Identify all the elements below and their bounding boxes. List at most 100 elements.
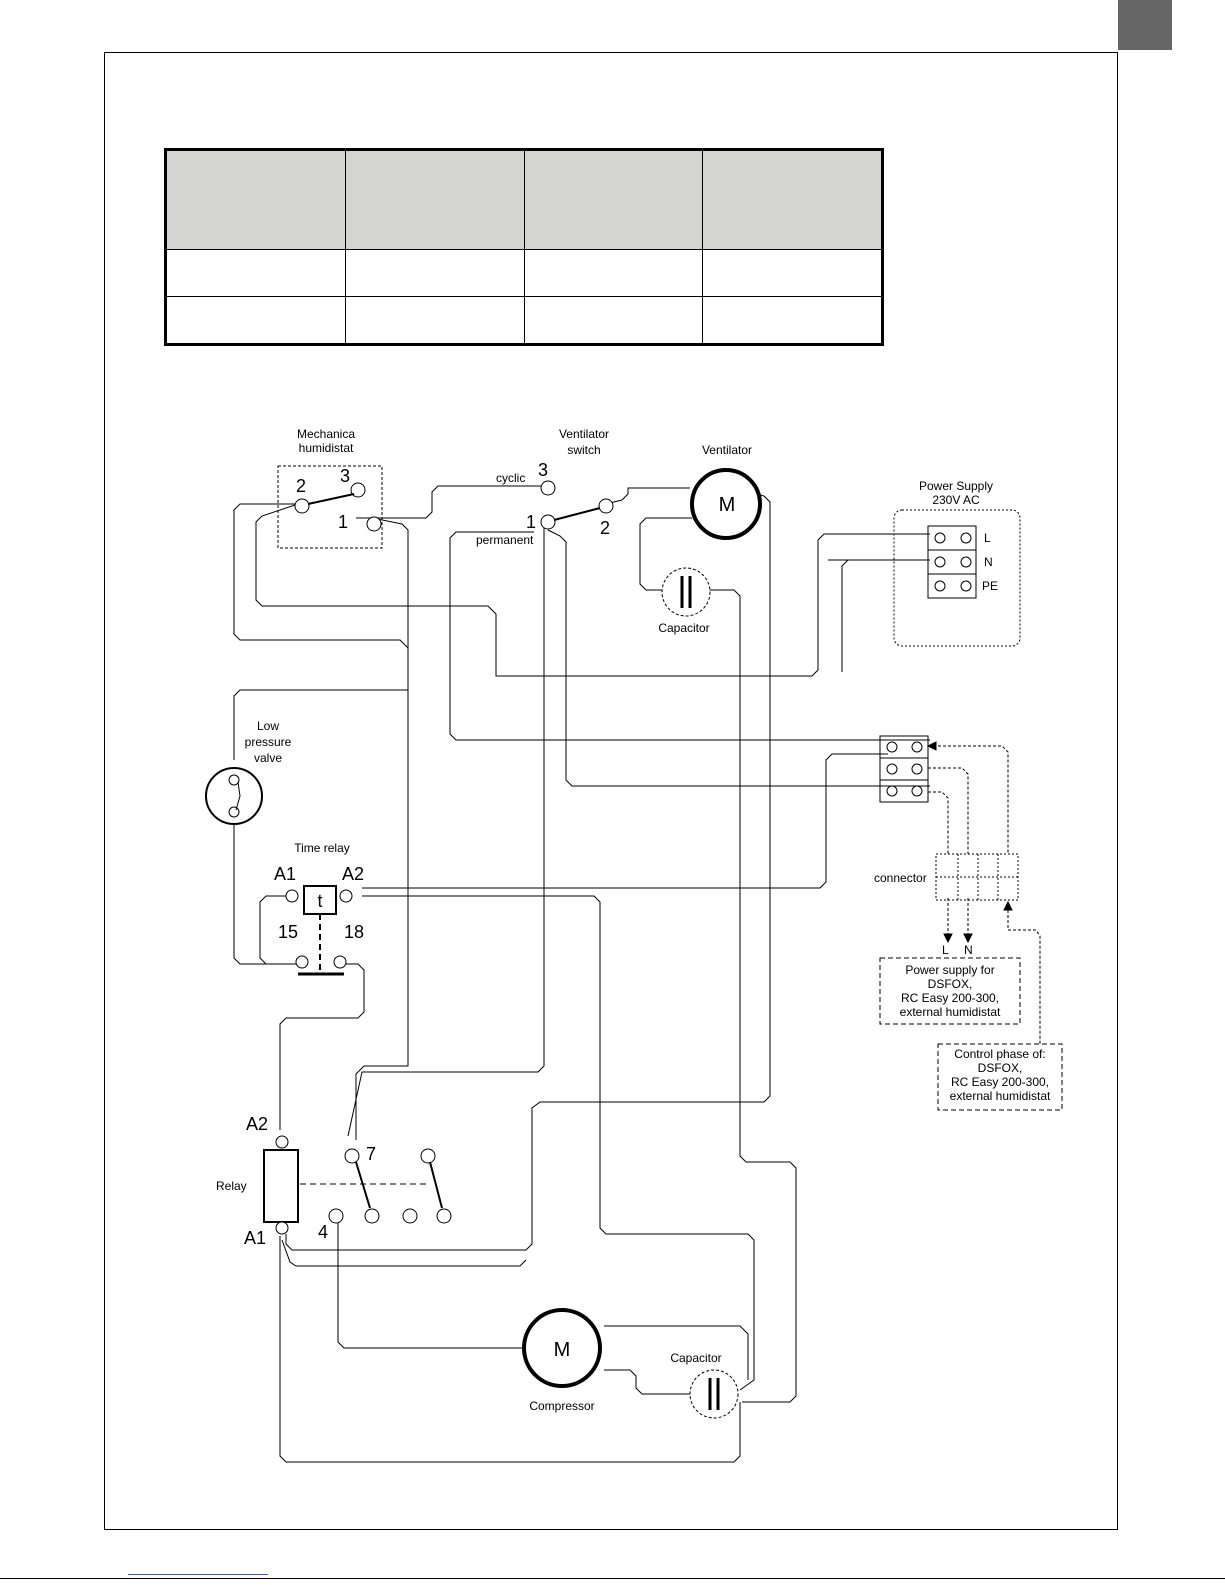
ps-box-text: external humidistat	[900, 1005, 1001, 1019]
cyclic-label: cyclic	[496, 471, 525, 485]
timer-t-label: t	[317, 891, 322, 911]
output-l-label: L	[942, 943, 949, 957]
page-frame	[104, 52, 1118, 1530]
relay-coil	[263, 1149, 299, 1223]
table-cell	[702, 249, 883, 297]
wire	[604, 1369, 692, 1395]
humidistat-label: humidistat	[299, 441, 354, 455]
compressor-label: Compressor	[529, 1399, 594, 1413]
low-pressure-valve	[205, 767, 263, 825]
time-relay-18: 18	[344, 922, 364, 942]
power-supply-info-box	[879, 957, 1021, 1025]
control-phase-info-box	[937, 1043, 1063, 1111]
terminal-block-ps	[927, 525, 977, 599]
time-relay-a1: A1	[274, 864, 296, 884]
ps-box-text: Power supply for	[905, 963, 994, 977]
table-cell	[165, 249, 346, 297]
connector-label: connector	[874, 871, 927, 885]
wire	[362, 895, 755, 1391]
wire	[255, 503, 930, 677]
wire	[605, 487, 690, 505]
wire	[281, 1239, 527, 1267]
table-row	[165, 296, 883, 345]
footer-link-underline[interactable]	[128, 1574, 268, 1575]
table-cell	[523, 249, 704, 297]
switch-terminal-3: 3	[538, 460, 548, 480]
table-header-cell	[523, 149, 704, 250]
humidistat-label: Mechanica	[297, 427, 355, 441]
wire	[355, 517, 409, 1140]
ps-box-text: RC Easy 200-300,	[901, 991, 999, 1005]
spec-table	[164, 148, 884, 346]
terminal-l-label: L	[984, 531, 991, 545]
cp-box-text: DSFOX,	[978, 1061, 1023, 1075]
table-header-cell	[344, 149, 525, 250]
table-header-row	[165, 149, 883, 250]
table-cell	[165, 296, 346, 345]
capacitor-top	[661, 567, 711, 617]
compressor-motor	[522, 1308, 602, 1388]
low-pressure-label: valve	[254, 751, 282, 765]
switch-label: Ventilator	[559, 427, 609, 441]
switch-terminal-1: 1	[526, 512, 536, 532]
compressor-motor-m: M	[554, 1339, 571, 1361]
terminal-n-label: N	[984, 555, 993, 569]
wire	[233, 820, 300, 965]
relay-terminal-4: 4	[318, 1222, 328, 1242]
relay-label: Relay	[216, 1179, 247, 1193]
wire	[362, 753, 888, 889]
table-row	[165, 249, 883, 297]
wire	[233, 503, 409, 760]
time-relay-15: 15	[278, 922, 298, 942]
switch-contact-1	[540, 514, 556, 530]
time-relay-a2: A2	[342, 864, 364, 884]
low-pressure-label: pressure	[245, 735, 292, 749]
table-header-cell	[165, 149, 346, 250]
wire	[279, 963, 365, 1130]
capacitor-bottom-label: Capacitor	[670, 1351, 721, 1365]
wire	[706, 589, 797, 1403]
cp-box-text: Control phase of:	[954, 1047, 1045, 1061]
table-cell	[523, 296, 704, 345]
ventilator-motor-m: M	[719, 494, 736, 516]
wire	[356, 485, 542, 519]
power-supply-enclosure	[893, 509, 1021, 647]
relay-terminal-7: 7	[366, 1144, 376, 1164]
table-cell	[344, 296, 525, 345]
capacitor-bottom	[689, 1369, 739, 1419]
wire	[337, 1212, 522, 1349]
wire	[285, 487, 771, 1251]
wire	[279, 1236, 741, 1463]
wire	[449, 531, 930, 741]
relay-a2: A2	[246, 1114, 268, 1134]
wire	[604, 1325, 749, 1380]
permanent-label: permanent	[476, 533, 534, 547]
switch-terminal-2: 2	[600, 518, 610, 538]
capacitor-top-label: Capacitor	[658, 621, 709, 635]
humidistat-terminal-1: 1	[338, 512, 348, 532]
page-corner-tab	[1118, 0, 1172, 50]
power-supply-label: Power Supply	[919, 479, 993, 493]
humidistat-lever	[307, 493, 355, 505]
humidistat-contact-1	[366, 516, 382, 532]
humidistat-enclosure	[277, 465, 383, 549]
switch-contact-2	[598, 498, 614, 514]
wire	[828, 559, 930, 672]
cp-box-text: RC Easy 200-300,	[951, 1075, 1049, 1089]
switch-label: switch	[567, 443, 600, 457]
wire	[639, 517, 692, 591]
table-cell	[702, 296, 883, 345]
humidistat-contact-3	[350, 482, 366, 498]
relay-a1: A1	[244, 1228, 266, 1248]
low-pressure-label: Low	[257, 719, 279, 733]
footer-rule	[0, 1578, 1225, 1579]
ventilator-motor	[690, 468, 762, 540]
terminal-pe-label: PE	[982, 579, 998, 593]
ventilator-label: Ventilator	[702, 443, 752, 457]
time-relay-label: Time relay	[294, 841, 350, 855]
cp-box-text: external humidistat	[950, 1089, 1051, 1103]
wire	[547, 529, 930, 787]
ps-box-text: DSFOX,	[928, 977, 973, 991]
humidistat-terminal-3: 3	[340, 466, 350, 486]
